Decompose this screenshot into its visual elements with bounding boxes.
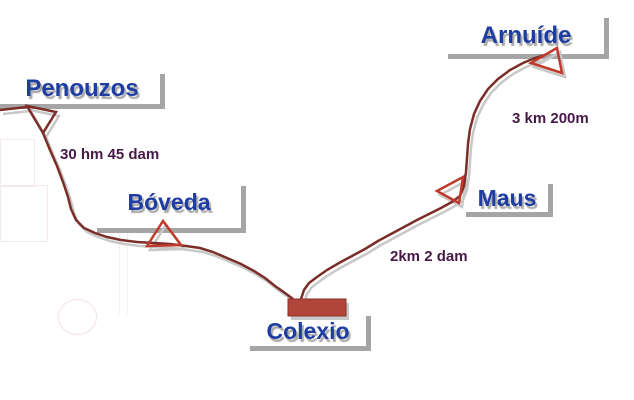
- faint-outline-circle: [58, 299, 97, 335]
- faint-outline-rect: [0, 139, 35, 187]
- place-label-colexio: Colexio: [250, 316, 371, 351]
- distance-label-colexio-maus: 2km 2 dam: [390, 248, 468, 265]
- marker-maus-icon: [434, 174, 465, 205]
- place-label-penouzos: Penouzos: [0, 74, 165, 109]
- faint-outline-rect: [0, 185, 48, 242]
- place-label-maus: Maus: [466, 184, 553, 217]
- distance-label-penouzos-boveda: 30 hm 45 dam: [60, 146, 160, 163]
- distance-label-maus-arnuide: 3 km 200m: [512, 110, 589, 127]
- colexio-building: [287, 298, 347, 317]
- marker-penouzos-icon: [24, 104, 59, 136]
- place-label-boveda: Bóveda: [97, 186, 246, 233]
- place-label-arnuide: Arnuíde: [448, 18, 609, 59]
